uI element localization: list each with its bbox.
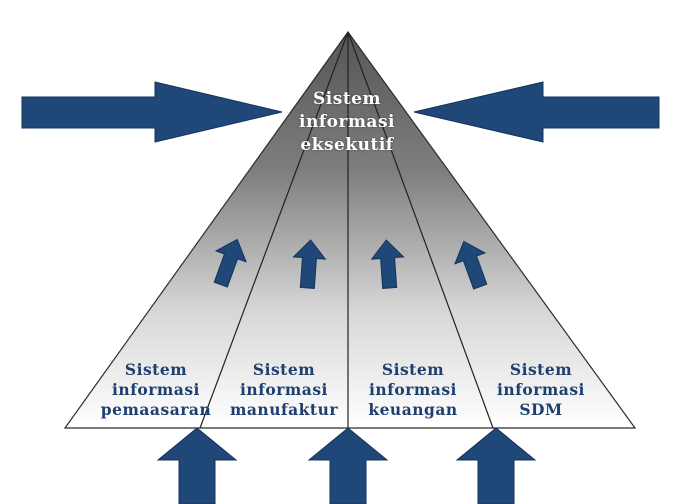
- arrow-up-icon: [292, 239, 327, 289]
- manufacturing-system-label: Sistem informasi manufaktur: [224, 360, 344, 420]
- label-line: informasi: [299, 112, 395, 132]
- label-line: keuangan: [368, 400, 458, 419]
- label-line: SDM: [519, 400, 563, 419]
- arrow-up-icon: [454, 240, 488, 290]
- section-divider: [199, 31, 349, 429]
- label-line: eksekutif: [300, 135, 394, 155]
- marketing-system-label: Sistem informasi pemaasaran: [96, 360, 216, 420]
- label-line: Sistem: [509, 360, 573, 379]
- pyramid: [63, 30, 637, 429]
- label-line: Sistem: [313, 89, 381, 109]
- label-line: Sistem: [124, 360, 188, 379]
- arrow-up-icon: [156, 427, 238, 504]
- finance-system-label: Sistem informasi keuangan: [353, 360, 473, 420]
- arrow-right-icon: [21, 81, 283, 143]
- arrow-up-icon: [213, 238, 247, 288]
- hr-system-label: Sistem informasi SDM: [481, 360, 601, 420]
- label-line: Sistem: [381, 360, 445, 379]
- label-line: informasi: [112, 380, 200, 399]
- arrow-up-icon: [307, 427, 389, 504]
- label-line: manufaktur: [229, 400, 339, 419]
- arrow-up-icon: [370, 239, 405, 289]
- label-line: informasi: [497, 380, 585, 399]
- arrow-left-icon: [413, 81, 660, 143]
- arrow-up-icon: [455, 427, 537, 504]
- label-line: informasi: [240, 380, 328, 399]
- section-divider: [347, 31, 494, 429]
- label-line: pemaasaran: [100, 400, 212, 419]
- label-line: Sistem: [252, 360, 316, 379]
- executive-system-label: Sistem informasi eksekutif: [262, 88, 432, 157]
- label-line: informasi: [369, 380, 457, 399]
